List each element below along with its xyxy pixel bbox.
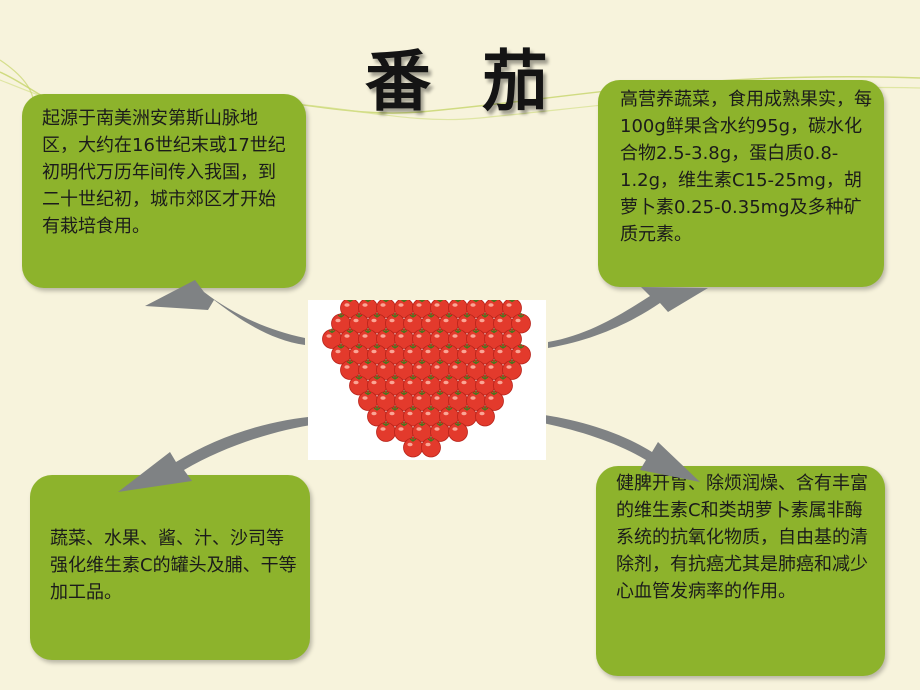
health-benefits-text: 健脾开胃、除烦润燥、含有丰富的维生素C和类胡萝卜素属非酶系统的抗氧化物质，自由基… [616, 473, 868, 602]
tomato-icon [367, 344, 387, 365]
tomato-icon [349, 344, 369, 365]
tomato-icon [358, 359, 378, 380]
arrow-top-left [145, 280, 305, 345]
tomato-icon [475, 406, 495, 427]
tomato-heart-illustration [322, 297, 531, 458]
tomato-icon [430, 390, 450, 411]
tomato-icon [394, 328, 414, 349]
arrow-bottom-right [538, 414, 700, 482]
tomato-icon [448, 328, 468, 349]
tomato-icon [376, 359, 396, 380]
tomato-icon [340, 359, 360, 380]
tomato-icon [322, 328, 342, 349]
origin-box: 起源于南美洲安第斯山脉地区，大约在16世纪末或17世纪初明代万历年间传入我国，到… [22, 94, 306, 288]
tomato-icon [448, 390, 468, 411]
tomato-icon [385, 313, 405, 334]
tomato-icon [412, 390, 432, 411]
tomato-icon [349, 313, 369, 334]
origin-text: 起源于南美洲安第斯山脉地区，大约在16世纪末或17世纪初明代万历年间传入我国，到… [42, 108, 286, 237]
health-benefits-box: 健脾开胃、除烦润燥、含有丰富的维生素C和类胡萝卜素属非酶系统的抗氧化物质，自由基… [596, 466, 885, 676]
tomato-icon [367, 375, 387, 396]
arrow-bottom-left [118, 416, 318, 492]
tomato-icon [502, 297, 522, 318]
tomato-icon [385, 406, 405, 427]
tomato-icon [403, 375, 423, 396]
tomato-icon [475, 344, 495, 365]
tomato-icon [403, 344, 423, 365]
arrow-top-right [548, 287, 708, 348]
tomato-icon [502, 328, 522, 349]
nutrition-box: 高营养蔬菜，食用成熟果实，每100g鲜果含水约95g，碳水化合物2.5-3.8g… [598, 80, 884, 287]
nutrition-text: 高营养蔬菜，食用成熟果实，每100g鲜果含水约95g，碳水化合物2.5-3.8g… [620, 89, 872, 245]
tomato-icon [421, 437, 441, 458]
tomato-icon [421, 406, 441, 427]
tomato-icon [448, 359, 468, 380]
processed-products-box: 蔬菜、水果、酱、汁、沙司等强化维生素C的罐头及脯、干等加工品。 [30, 475, 310, 660]
tomato-icon [331, 344, 351, 365]
tomato-icon [439, 344, 459, 365]
tomato-icon [448, 421, 468, 442]
tomato-icon [457, 344, 477, 365]
tomato-icon [484, 390, 504, 411]
tomato-icon [493, 313, 513, 334]
tomato-icon [457, 313, 477, 334]
tomato-icon [340, 328, 360, 349]
tomato-icon [385, 375, 405, 396]
tomato-icon [358, 390, 378, 411]
tomato-icon [376, 421, 396, 442]
tomato-icon [493, 344, 513, 365]
tomato-icon [511, 313, 531, 334]
page-title: 番 茄 [365, 43, 562, 120]
tomato-icon [511, 344, 531, 365]
tomato-icon [367, 406, 387, 427]
tomato-icon [403, 437, 423, 458]
tomato-icon [475, 313, 495, 334]
tomato-icon [502, 359, 522, 380]
processed-products-text: 蔬菜、水果、酱、汁、沙司等强化维生素C的罐头及脯、干等加工品。 [50, 528, 297, 603]
tomato-icon [457, 406, 477, 427]
tomato-icon [493, 375, 513, 396]
tomato-icon [475, 375, 495, 396]
tomato-heart-image [308, 297, 546, 460]
tomato-icon [394, 390, 414, 411]
tomato-icon [439, 313, 459, 334]
